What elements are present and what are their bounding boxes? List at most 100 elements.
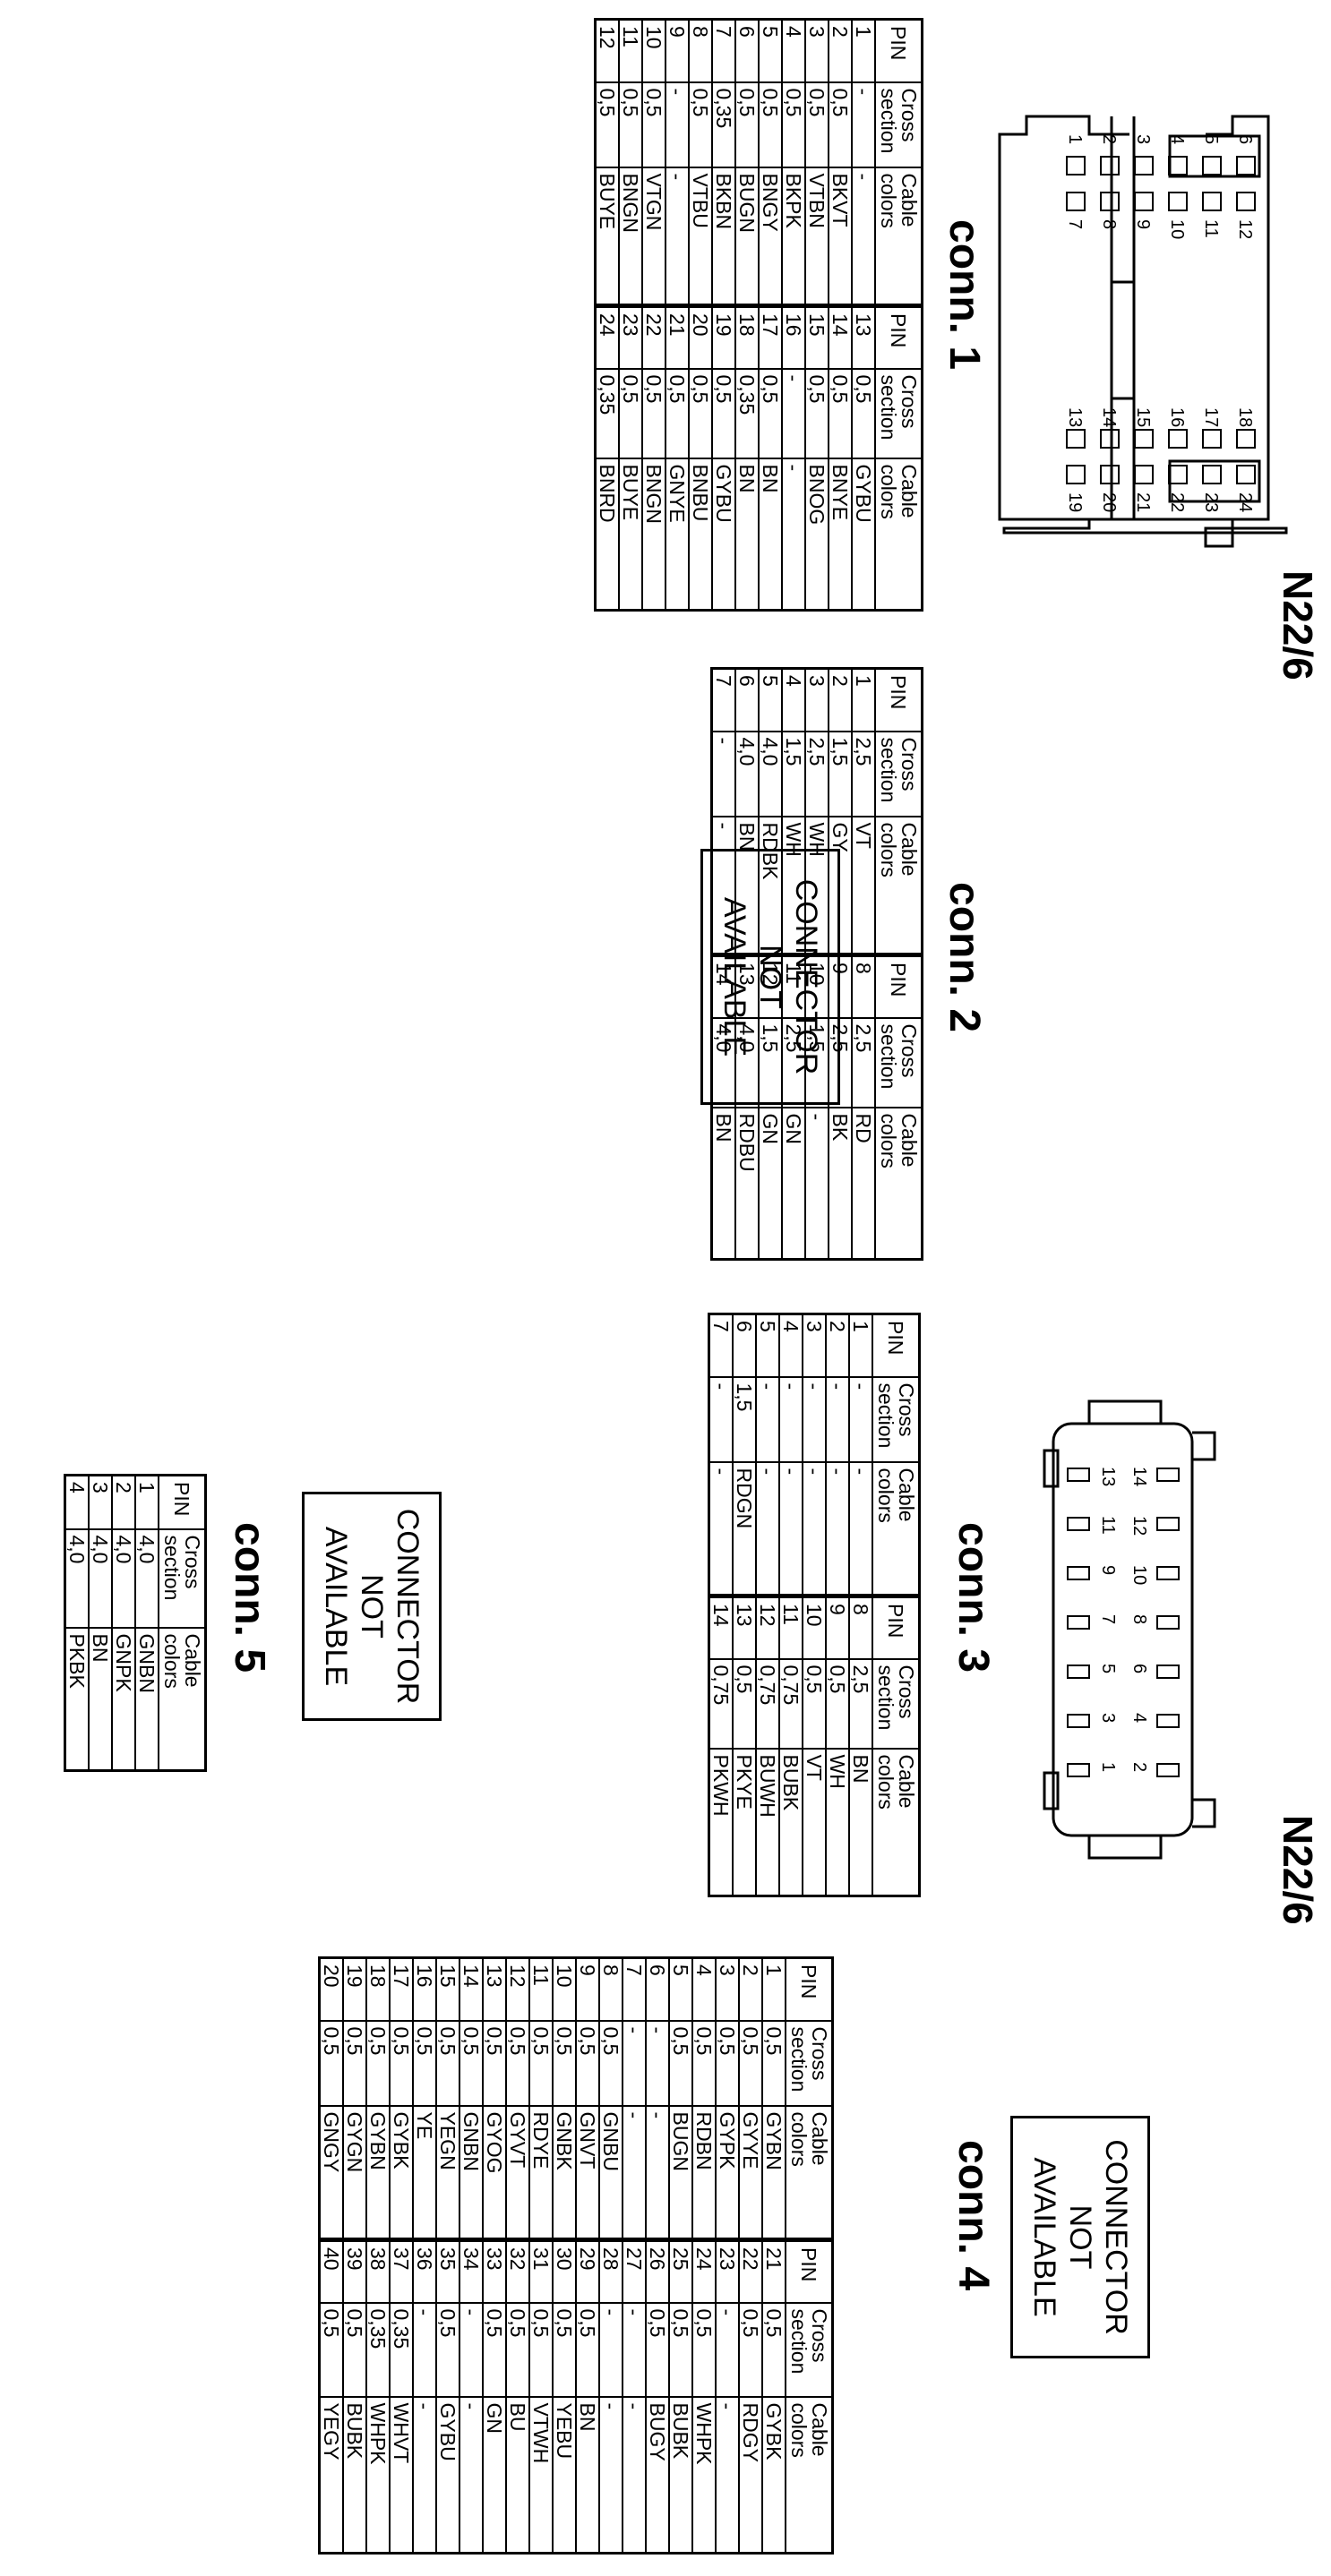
cross-section-cell: - [666,81,689,167]
pin-cavity [1156,1665,1180,1679]
pin-cavity [1202,192,1222,211]
pin-number-label: 13 [1098,1467,1118,1486]
pin-cell: 1 [762,1957,786,2021]
colors-header-line: colors [874,1754,897,1810]
pin-number-label: 11 [1098,1516,1118,1535]
colors-header-line: colors [787,2402,811,2458]
connector-3-housing [1043,1399,1216,1860]
table-row: 7--27-- [623,1957,646,2554]
not-available-line-1: CONNECTOR [1099,2139,1133,2335]
not-available-line-1: CONNECTOR [391,1508,425,1705]
pin-cell: 6 [735,19,759,82]
pin-cell: 4 [779,1314,803,1377]
pin-number-label: 18 [1235,407,1255,427]
not-available-box-conn5: CONNECTOR NOT AVAILABLE [302,1492,442,1721]
pin-cell: 11 [782,954,805,1018]
cable-color-cell: BN [576,2396,599,2554]
pin-number-label: 8 [1129,1614,1149,1624]
pin-number-label: 20 [1099,492,1119,512]
cable-color-cell: VTBU [689,167,712,306]
cable-color-cell: VT [803,1748,826,1896]
pin-cell: 2 [739,1957,762,2021]
pin-cell: 27 [623,2239,646,2303]
pin-cavity [1236,156,1256,175]
pin-number-label: 14 [1099,407,1119,427]
pin-cell: 30 [553,2239,576,2303]
pin-cell: 21 [762,2239,786,2303]
pin-cell: 7 [711,668,735,732]
cross-section-cell: 1,5 [759,1017,782,1108]
colors-header-line: colors [874,1468,897,1523]
pin-cell: 8 [599,1957,623,2021]
cross-section-cell: 0,5 [669,2302,692,2397]
cross-section-cell: 0,5 [436,2302,459,2397]
cross-section-cell: 0,5 [366,2020,390,2106]
pin-number-label: 2 [1129,1762,1149,1772]
cross-section-cell: 0,75 [779,1658,803,1749]
cross-section-cell: 0,5 [483,2020,506,2106]
diagram-id-bottom: N22/6 [1275,1815,1321,1925]
cross-section-cell: 0,5 [483,2302,506,2397]
pin-cavity [1156,1615,1180,1630]
pin-cell: 37 [390,2239,413,2303]
cable-color-cell: GNGY [319,2105,343,2240]
cable-color-cell: YEGY [319,2396,343,2554]
pin-cell: 14 [708,1596,733,1659]
conn1-title: conn. 1 [940,219,988,371]
pin-cell: 12 [506,1957,529,2021]
cable-color-cell: BK [829,1107,852,1260]
cable-color-cell: GNPK [112,1627,135,1771]
cross-header-line: section [160,1535,184,1601]
pin-number-label: 9 [1098,1565,1118,1575]
cross-section-cell: - [782,368,805,458]
cable-color-cell: - [623,2105,646,2240]
cross-section-cell: 2,5 [852,731,875,817]
cross-section-cell: - [459,2302,483,2397]
pin-number-label: 6 [1235,134,1255,144]
cross-section-cell: - [623,2020,646,2106]
pin-cell: 16 [413,1957,436,2021]
colors-header-line: Cable [808,2402,831,2457]
pin-cell: 4 [64,1475,89,1529]
cable-color-cell: GNBU [599,2105,623,2240]
cable-color-cell: BUGN [735,167,759,306]
cable-color-cell: GYBN [366,2105,390,2240]
cross-section-cell: 0,5 [805,368,829,458]
conn2-title: conn. 2 [940,882,988,1033]
pin-number-label: 5 [1201,134,1221,144]
cable-color-cell: GYBU [852,458,875,611]
cable-color-cell: BN [735,458,759,611]
cross-section-cell: 4,0 [112,1528,135,1628]
pin-cell: 9 [826,1596,849,1659]
cross-section-cell: 0,5 [759,368,782,458]
cable-color-cell: BN [849,1748,872,1896]
pin-cell: 29 [576,2239,599,2303]
pin-header: PIN [875,305,923,369]
pin-cell: 15 [805,305,829,369]
cross-section-cell: 0,5 [739,2302,762,2397]
cross-section-cell: 0,5 [529,2020,553,2106]
pin-cavity [1134,156,1154,175]
cable-color-cell: BKPK [782,167,805,306]
cross-section-cell: 0,5 [829,368,852,458]
pin-number-label: 23 [1201,492,1221,512]
